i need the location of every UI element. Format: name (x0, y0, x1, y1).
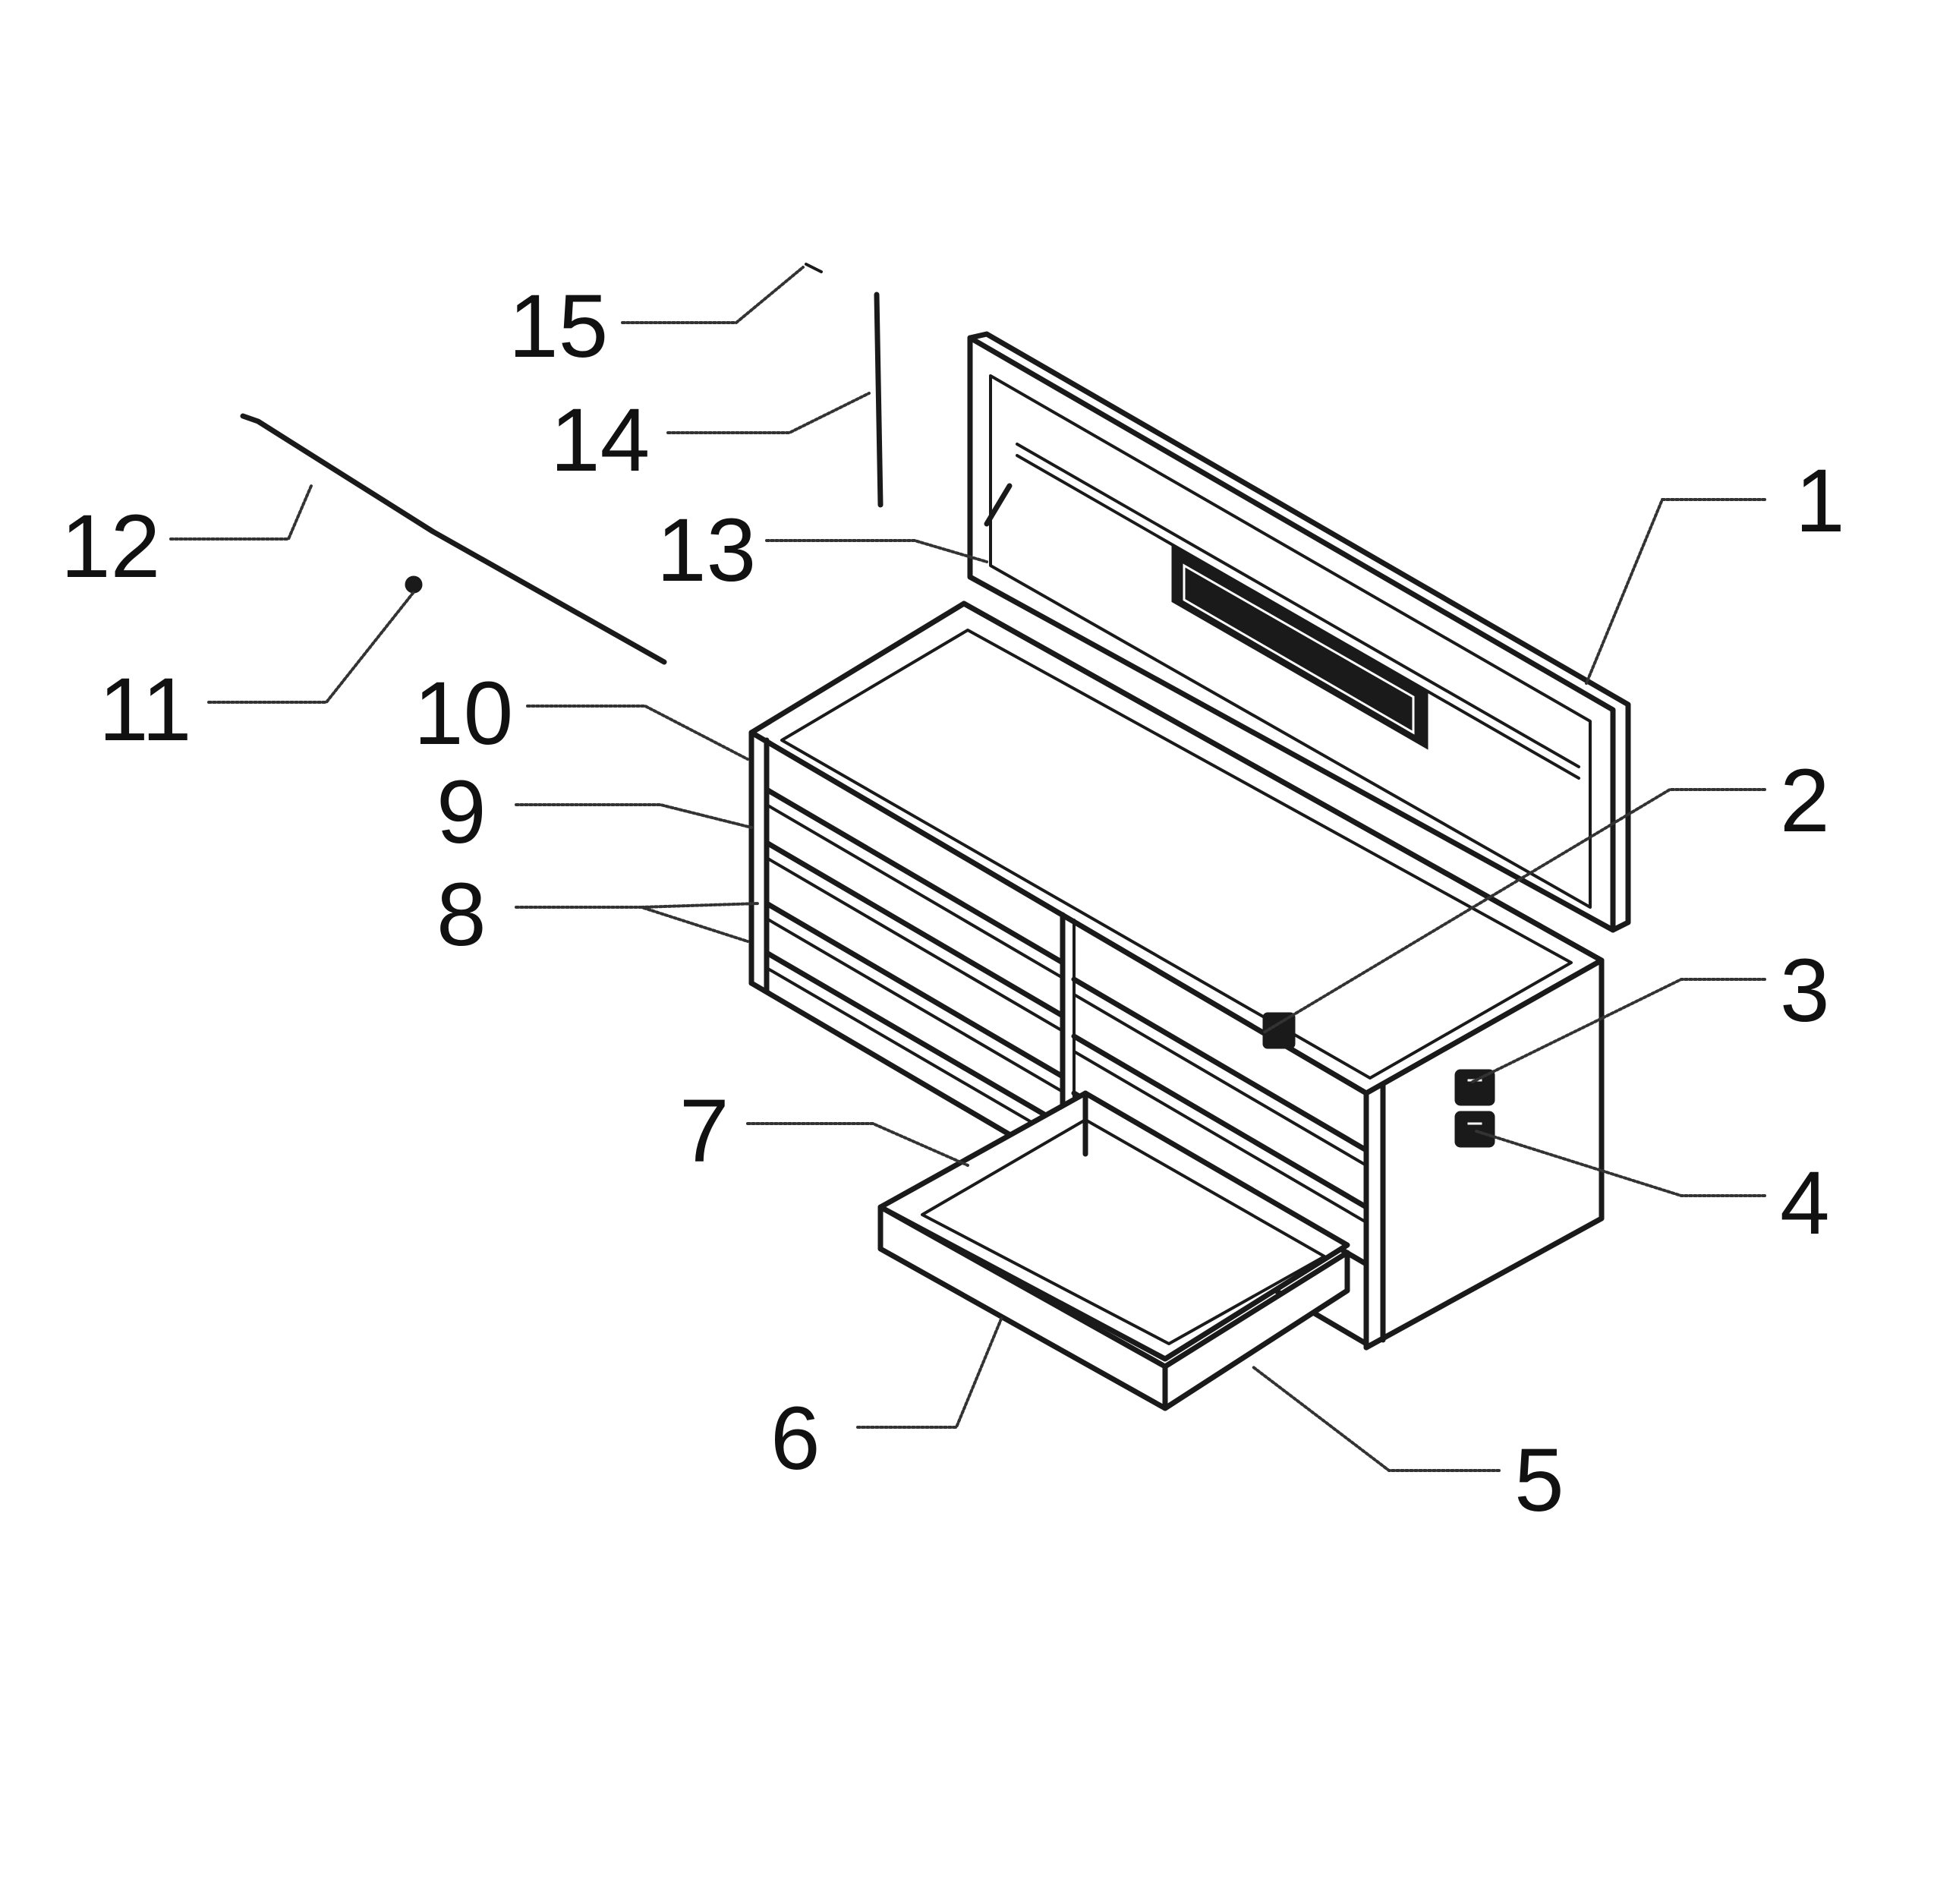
leader-6 (856, 1316, 1003, 1429)
leader-11 (207, 591, 415, 704)
lid-stay (984, 483, 1013, 527)
leader-2 (1262, 788, 1766, 1034)
callout-6: 6 (770, 1389, 821, 1489)
drawers-left-bank (764, 787, 1066, 1142)
callout-13: 13 (657, 500, 756, 601)
leader-1 (1585, 498, 1766, 685)
leader-8 (515, 906, 749, 943)
leader-10 (526, 705, 749, 761)
callout-12: 12 (61, 496, 160, 597)
side-lock (1454, 1111, 1495, 1148)
callout-10: 10 (414, 664, 513, 764)
front-latch (1262, 1012, 1296, 1049)
part-12-bar (240, 413, 667, 665)
leader-7 (746, 1122, 969, 1167)
leader-12 (169, 484, 313, 541)
callout-9: 9 (436, 762, 487, 862)
callout-8: 8 (436, 865, 487, 965)
leader-4 (1475, 1130, 1766, 1197)
leader-3 (1471, 978, 1766, 1083)
leader-lines (169, 266, 1766, 1472)
callout-11: 11 (99, 660, 192, 760)
brand-plate (1171, 544, 1428, 750)
callout-3: 3 (1780, 941, 1830, 1041)
callout-15: 15 (509, 276, 608, 377)
callout-14: 14 (550, 390, 650, 490)
leader-8b (640, 902, 761, 909)
leader-9 (515, 803, 753, 829)
side-handle (1454, 1069, 1495, 1106)
part-11-screw (405, 575, 423, 594)
callout-4: 4 (1780, 1153, 1830, 1253)
callout-7: 7 (679, 1081, 729, 1181)
leader-14 (666, 392, 871, 434)
leader-15 (621, 266, 805, 324)
leader-5 (1251, 1365, 1501, 1472)
open-drawer (877, 1090, 1350, 1411)
callout-labels: 1 2 3 4 5 6 7 8 9 10 11 12 13 14 15 (61, 276, 1845, 1530)
callout-5: 5 (1514, 1430, 1564, 1530)
callout-2: 2 (1780, 751, 1830, 851)
leader-13 (765, 539, 988, 563)
part-14-rod (874, 292, 884, 508)
part-15-pin (805, 263, 823, 273)
lid (967, 331, 1631, 933)
callout-1: 1 (1795, 451, 1845, 551)
